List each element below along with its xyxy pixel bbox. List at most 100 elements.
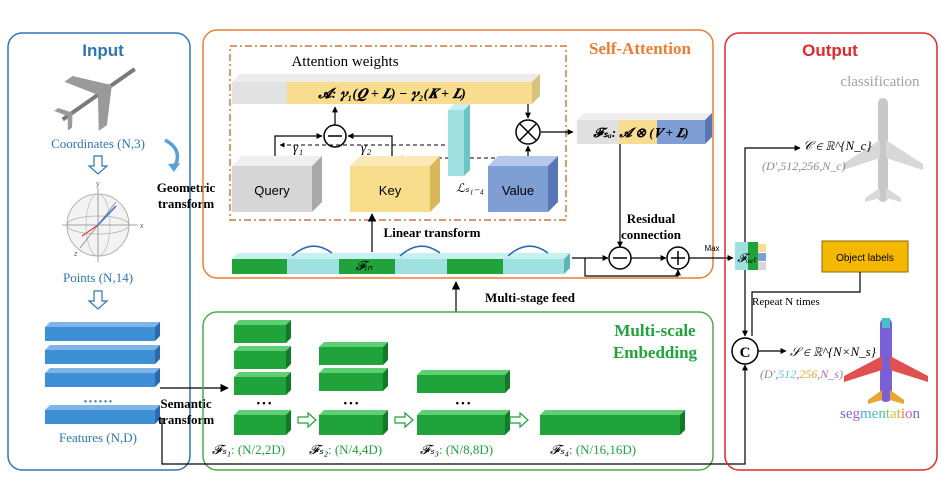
stage2-dots: • • •	[344, 398, 358, 408]
formula-Fsa: 𝓕ₛₐ: 𝓐 ⊗ (𝑽 + 𝑳)	[592, 125, 688, 140]
residual-label-line2: connection	[621, 227, 682, 242]
stage1-block-3	[234, 372, 291, 395]
query-label: Query	[254, 183, 290, 198]
feature-blocks	[45, 322, 160, 424]
input-panel	[7, 32, 191, 471]
L-block	[448, 104, 470, 176]
output-panel	[724, 32, 938, 471]
segmentation-letter: n	[878, 406, 886, 422]
stage3-block-1	[417, 370, 510, 393]
Fsa-bar	[577, 113, 712, 144]
value-block	[488, 156, 558, 212]
formula-A: 𝓐: 𝜸₁(𝑸 + 𝑳) − 𝜸₂(𝑲 + 𝑳)	[317, 87, 466, 102]
svg-text:y: y	[96, 181, 100, 188]
multiscale-panel	[202, 311, 714, 471]
query-block	[232, 156, 322, 212]
S-formula: 𝒮 ∈ ℝ^{N×N_s}	[790, 344, 877, 359]
segmentation-letter: t	[886, 406, 891, 422]
max-label: Max	[704, 244, 719, 253]
curved-arrow-head-icon	[168, 163, 180, 172]
object-labels-text: Object labels	[836, 253, 894, 264]
Fin-label: 𝓕ᵢₙ	[356, 258, 374, 273]
Fout-to-classification-arrow	[744, 145, 801, 242]
stage1-label: 𝓕ₛ₁: (N/2,2D)	[212, 442, 285, 457]
multiscale-blocks	[234, 320, 685, 435]
coordinates-label: Coordinates (N,3)	[51, 136, 145, 151]
semantic-label-line1: Semantic	[160, 396, 212, 411]
segmentation-letter: m	[860, 406, 872, 422]
stage2-label: 𝓕ₛ₂: (N/4,4D)	[309, 442, 382, 457]
self-attention-title: Self-Attention	[589, 39, 692, 58]
key-label: Key	[379, 183, 402, 198]
C-dims: (D′,512,256,N_c)	[762, 159, 846, 173]
gamma2-label: γ₂	[361, 141, 372, 156]
stage1-block-main	[234, 410, 291, 435]
linear-transform-label: Linear transform	[384, 225, 481, 240]
multiply-op-x2	[519, 123, 537, 141]
gamma1-label: γ₁	[293, 141, 303, 156]
feature-skip-arrow	[161, 364, 748, 465]
points-label: Points (N,14)	[63, 270, 133, 285]
features-label: Features (N,D)	[59, 430, 137, 445]
hollow-down-arrow-icon	[87, 155, 109, 175]
stage1-block-2	[234, 346, 291, 369]
segmentation-letter: e	[872, 406, 879, 422]
segmentation-letter: o	[905, 406, 913, 422]
Fin-curve-arrow-3	[507, 245, 549, 257]
segmentation-letter: i	[901, 406, 905, 422]
stage4-block-main	[540, 410, 685, 435]
stage-arrows	[297, 411, 529, 429]
Fout-block	[735, 242, 766, 270]
Fin-bar	[232, 253, 570, 274]
self-attention-panel	[202, 29, 714, 279]
multistage-feed-label: Multi-stage feed	[485, 290, 576, 305]
gamma1-path	[274, 133, 323, 158]
S-dims: (D′,512,256,N_s)	[760, 367, 843, 381]
svg-text:x: x	[140, 223, 144, 230]
Fout-label: 𝓕ₒᵤₜ	[737, 251, 757, 265]
key-block	[350, 156, 440, 212]
features-dots: • • • • • •	[84, 397, 112, 406]
semantic-label-line2: transform	[158, 412, 214, 427]
airplane-segmentation-icon	[844, 318, 928, 404]
attention-inner-box	[229, 45, 567, 221]
multiscale-title-line2: Embedding	[613, 343, 698, 362]
airplane-classification-icon	[843, 98, 923, 202]
hollow-down-arrow-icon-2	[87, 290, 109, 310]
stage1-block-1	[234, 320, 291, 343]
stage3-block-main	[417, 410, 510, 435]
Fin-curve-arrow-1	[291, 245, 333, 257]
input-title: Input	[82, 41, 124, 60]
classification-label: classification	[840, 74, 920, 90]
svg-text:z: z	[74, 251, 78, 258]
C-formula: 𝒞 ∈ ℝ^{N_c}	[803, 138, 872, 153]
segmentation-label: segmentation	[840, 406, 921, 422]
L-label: ℒₛ₁₋₄	[456, 181, 484, 195]
stage3-dots: • • •	[456, 398, 470, 408]
stage2-block-1	[319, 342, 388, 365]
formula-bar	[232, 74, 540, 104]
Fin-bypass-arrow	[584, 258, 681, 277]
stage1-dots: • • •	[257, 398, 271, 408]
airplane-input-icon	[54, 67, 136, 131]
Fin-curve-arrow-2	[399, 245, 441, 257]
segmentation-letter: g	[852, 406, 860, 422]
segmentation-letter: a	[890, 406, 897, 422]
concat-symbol: C	[740, 345, 751, 361]
stage3-label: 𝓕ₛ₃: (N/8,8D)	[420, 442, 493, 457]
stage4-label: 𝓕ₛ₄: (N/16,16D)	[550, 442, 636, 457]
segmentation-letter: t	[897, 406, 902, 422]
segmentation-letter: e	[846, 406, 853, 422]
segmentation-letter: n	[913, 406, 921, 422]
geometric-label-line2: transform	[158, 196, 214, 211]
sphere-axes-icon: x y z	[62, 181, 144, 262]
attention-weights-title: Attention weights	[291, 54, 398, 70]
residual-label-line1: Residual	[627, 211, 676, 226]
multiscale-title-line1: Multi-scale	[614, 321, 696, 340]
repeat-label: Repeat N times	[752, 296, 820, 308]
geometric-label-line1: Geometric	[157, 180, 216, 195]
object-labels-box	[821, 240, 909, 273]
output-title: Output	[802, 41, 858, 60]
